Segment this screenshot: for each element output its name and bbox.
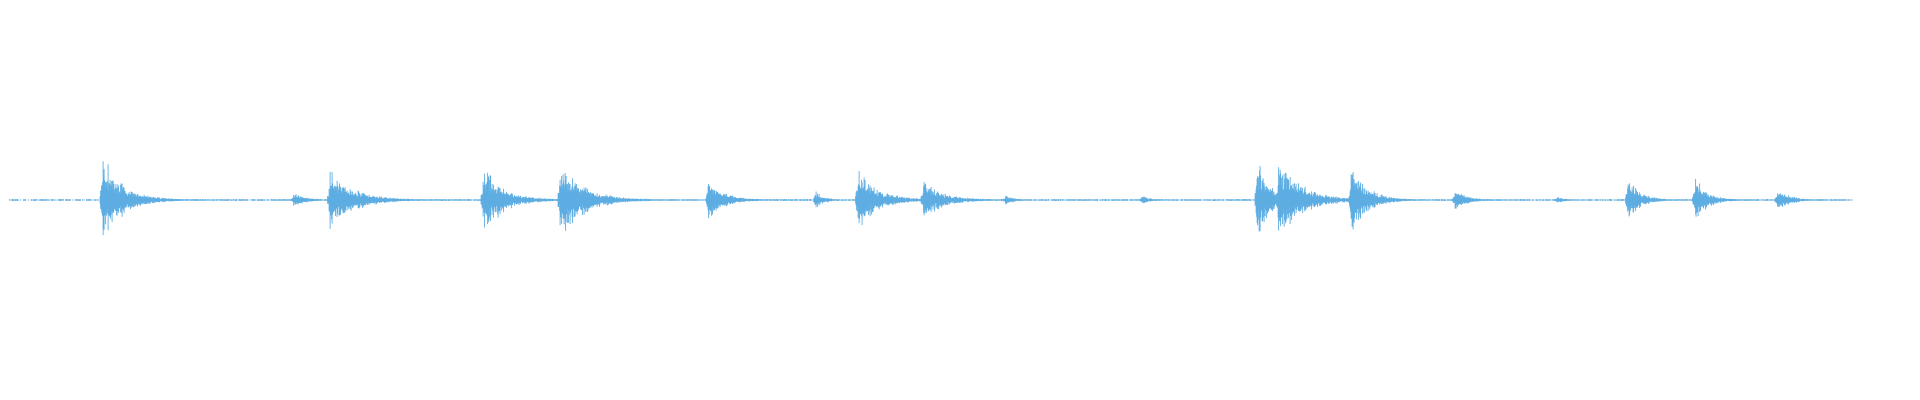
waveform-samples [9,161,1854,236]
waveform-path [9,161,1854,236]
